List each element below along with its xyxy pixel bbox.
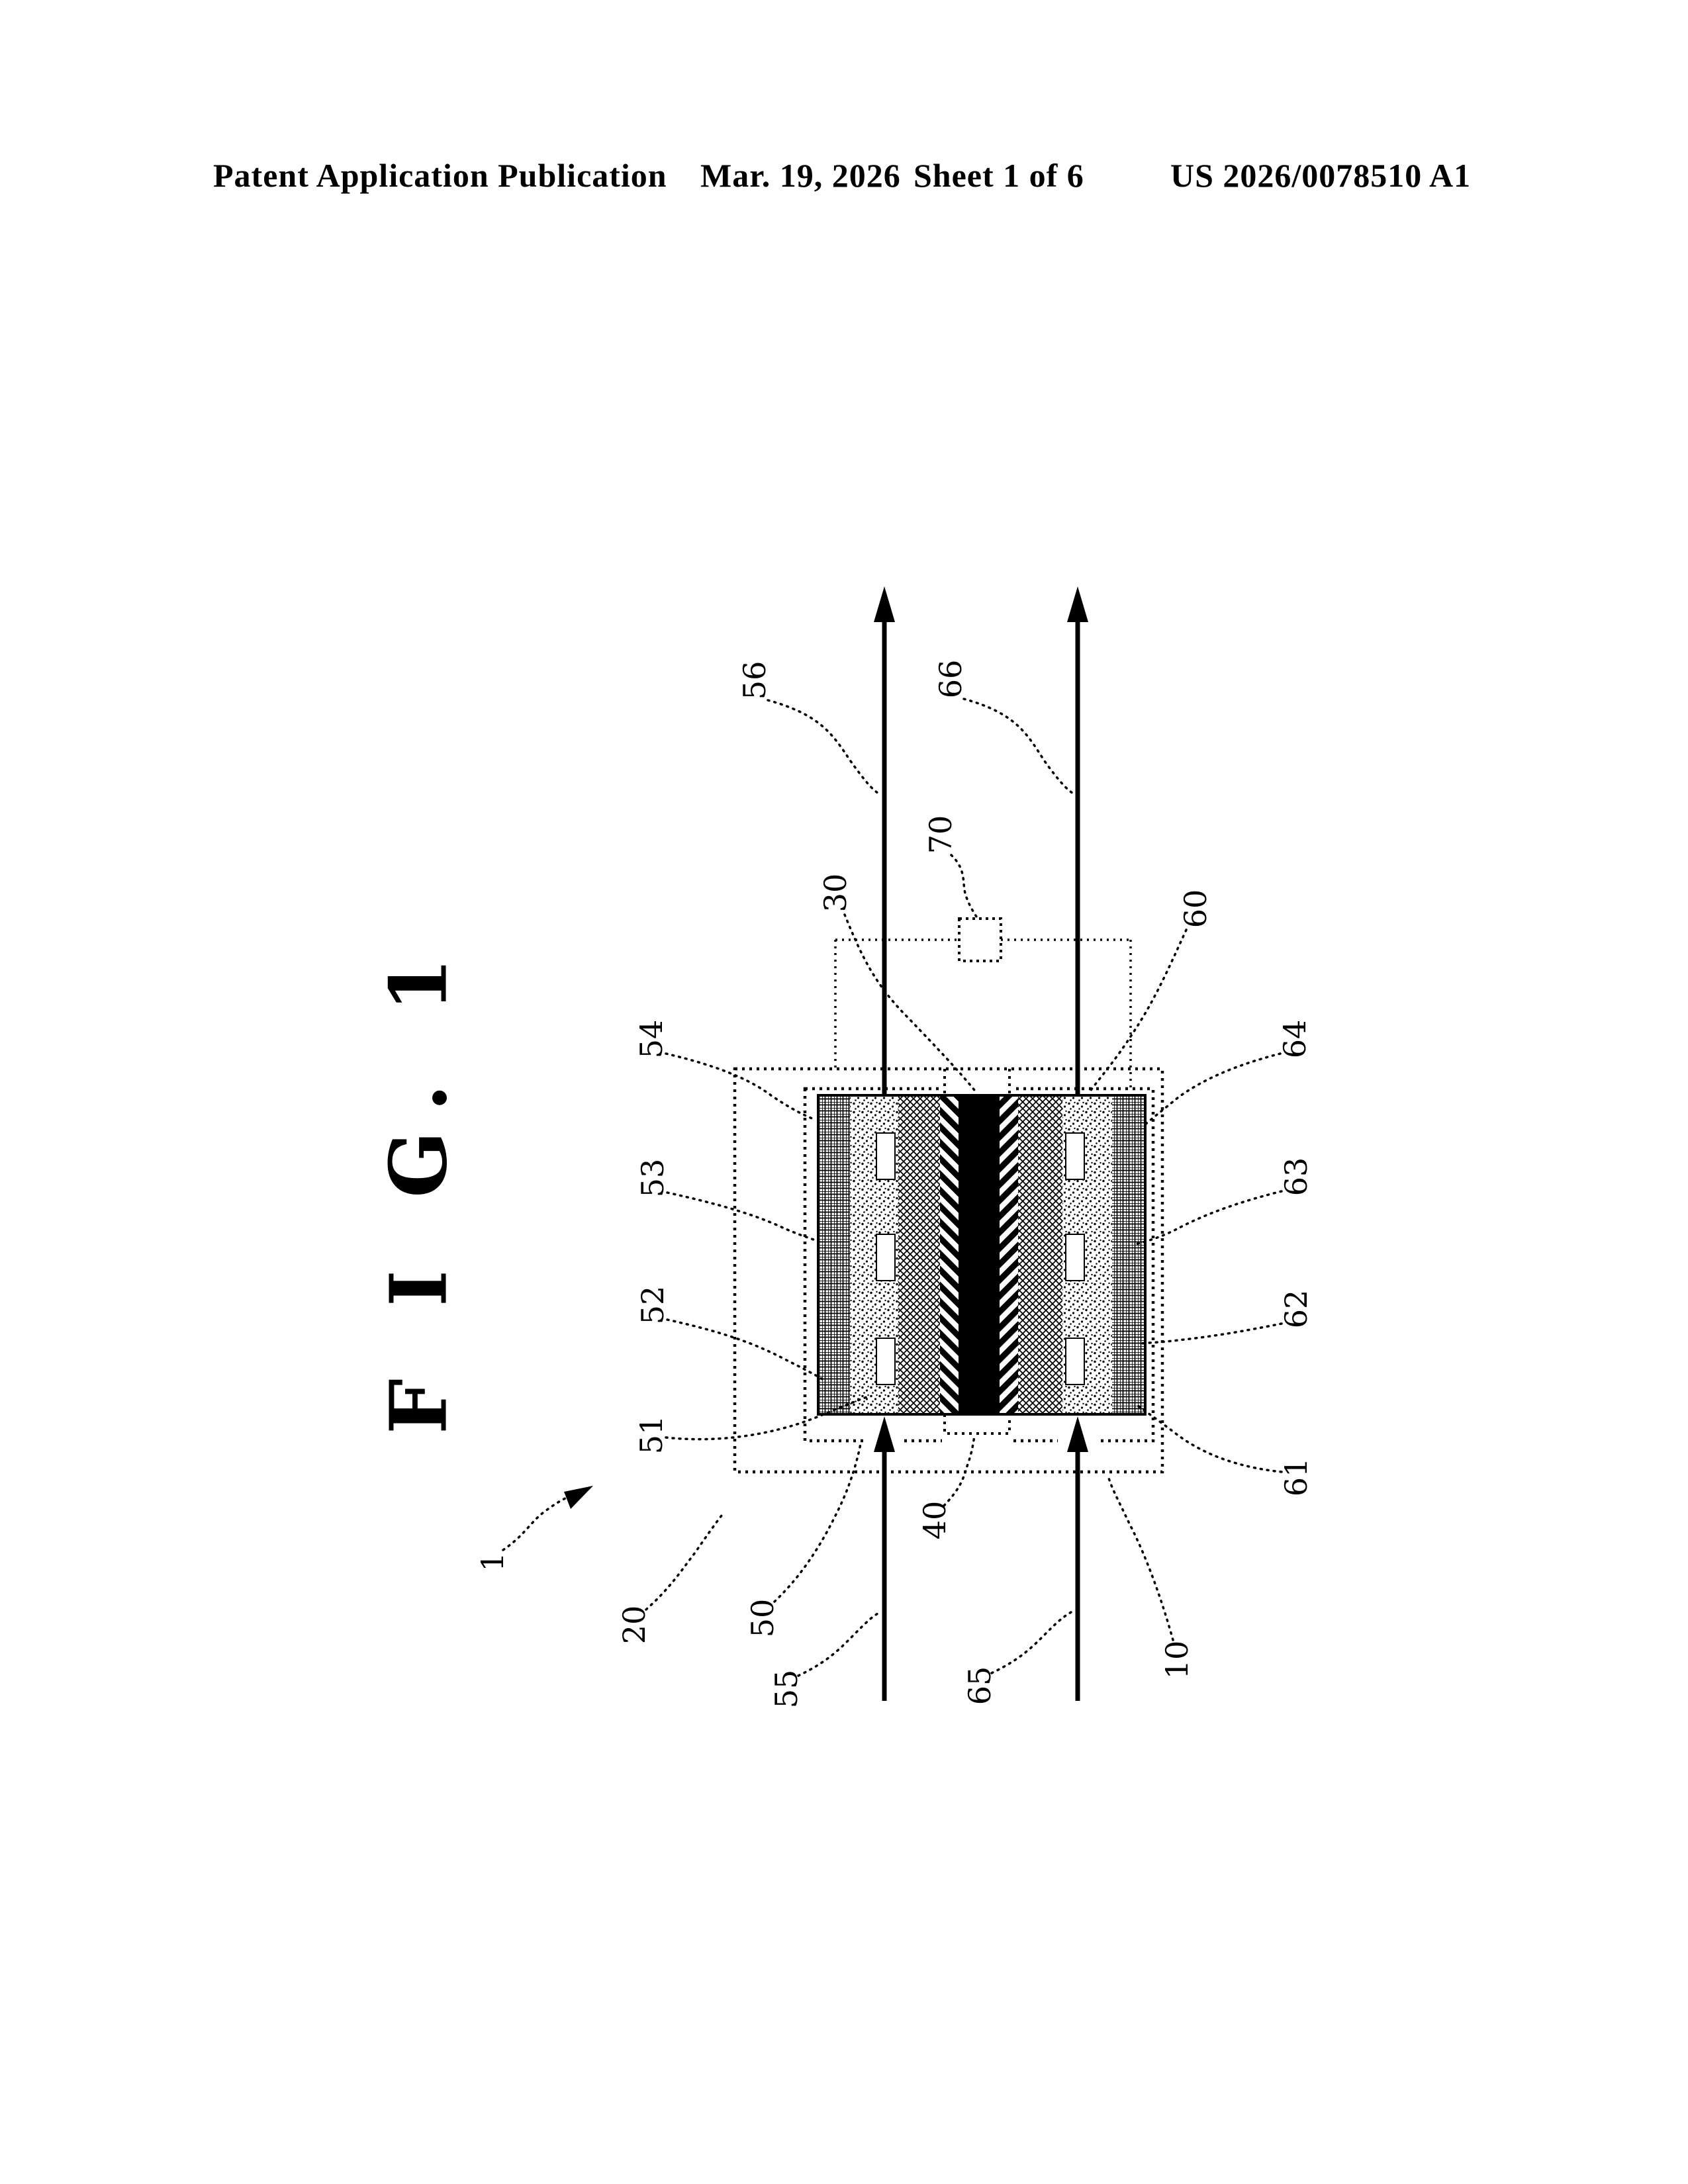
leader-61 [1134, 1402, 1283, 1473]
layer-64 [1112, 1095, 1145, 1414]
ref-numeral-61: 61 [1278, 1458, 1314, 1497]
leader-66 [962, 698, 1076, 796]
channel-slot-1-1 [1065, 1234, 1085, 1281]
layer-52 [898, 1095, 940, 1414]
layer-54 [818, 1095, 850, 1414]
leader-53 [666, 1191, 820, 1243]
ref-numeral-66: 66 [933, 660, 968, 699]
leader-54 [665, 1052, 817, 1121]
left-flow-line-inlet-arrowhead-icon [874, 1416, 895, 1452]
separator-20-frame [733, 1067, 1164, 1474]
left-flow-line-top-arrowhead-icon [874, 586, 895, 622]
ref-numeral-1: 1 [475, 1552, 510, 1571]
layer-40 [959, 1095, 1000, 1414]
layer-51 [940, 1095, 959, 1414]
header-publication-type: Patent Application Publication [213, 157, 667, 194]
leader-40 [943, 1435, 976, 1507]
leader-63 [1132, 1190, 1283, 1246]
header-publication-number: US 2026/0078510 A1 [1170, 157, 1472, 194]
leader-1 [502, 1489, 586, 1551]
leader-52 [666, 1318, 826, 1382]
channel-slot-0-2 [876, 1338, 896, 1385]
ref-numeral-64: 64 [1277, 1020, 1313, 1059]
ref-numeral-63: 63 [1278, 1158, 1314, 1197]
channel-slot-1-2 [1065, 1338, 1085, 1385]
leader-64 [1143, 1052, 1282, 1126]
header-date: Mar. 19, 2026 [700, 157, 901, 194]
load-box-70 [958, 917, 1002, 962]
ref-numeral-65: 65 [962, 1666, 998, 1706]
inner-frame-bottom-gap [942, 1435, 1012, 1446]
ref-numeral-50: 50 [745, 1599, 780, 1638]
leader-62 [1139, 1322, 1283, 1345]
leader-20 [645, 1514, 723, 1611]
channel-slot-1-0 [1065, 1132, 1085, 1180]
layer-62 [1018, 1095, 1062, 1414]
membrane-tab-bottom [943, 1414, 1011, 1435]
ref-numeral-70: 70 [923, 815, 959, 854]
ref-numeral-53: 53 [635, 1159, 671, 1198]
leader-1-arrowhead-icon [564, 1486, 593, 1509]
header-sheet-number: Sheet 1 of 6 [914, 157, 1084, 194]
ref-numeral-20: 20 [616, 1606, 652, 1645]
ref-numeral-55: 55 [769, 1670, 804, 1709]
inner-frame-top-gap [942, 1083, 1012, 1094]
ref-numeral-30: 30 [818, 874, 853, 913]
leader-30 [843, 913, 978, 1095]
leader-70 [950, 854, 979, 920]
ref-numeral-10: 10 [1159, 1641, 1195, 1680]
leader-55 [797, 1612, 879, 1677]
leader-50 [773, 1443, 862, 1603]
ref-numeral-56: 56 [737, 661, 773, 700]
leader-56 [767, 699, 881, 796]
ref-numeral-60: 60 [1178, 889, 1213, 929]
membrane-tab-top [943, 1069, 1011, 1095]
leader-60 [1088, 929, 1188, 1093]
right-flow-line-top-arrowhead-icon [1067, 586, 1088, 622]
layer-61 [1000, 1095, 1018, 1414]
ref-numeral-54: 54 [633, 1020, 669, 1059]
ref-numeral-51: 51 [633, 1416, 669, 1455]
leader-65 [990, 1611, 1072, 1674]
ref-numeral-40: 40 [917, 1501, 953, 1540]
channel-slot-0-1 [876, 1234, 896, 1281]
ref-numeral-52: 52 [635, 1286, 671, 1325]
ref-numeral-62: 62 [1278, 1290, 1314, 1329]
channel-slot-0-0 [876, 1132, 896, 1180]
right-flow-line-inlet-arrowhead-icon [1067, 1416, 1088, 1452]
leader-10 [1107, 1475, 1174, 1641]
stack-outline [817, 1094, 1147, 1416]
leader-51 [665, 1395, 870, 1441]
